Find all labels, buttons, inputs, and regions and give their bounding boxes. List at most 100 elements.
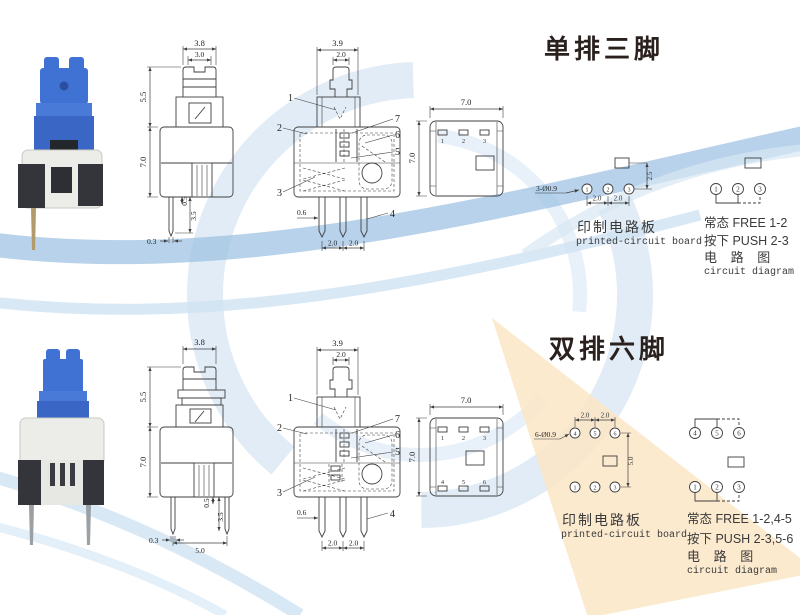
pcb-pad-1: 1 [586, 188, 589, 194]
cirb-free-state: 常态 FREE 1-2,4-5 [687, 512, 792, 526]
callout-6: 6 [395, 130, 400, 141]
dim-3_5: 3.5 [189, 211, 198, 221]
dim-3_0: 3.0 [195, 50, 205, 59]
cirb-pin-1: 1 [693, 484, 697, 492]
callout-4: 4 [390, 209, 395, 220]
cir-push-state: 按下 PUSH 2-3 [704, 234, 789, 248]
pcbb-caption-cn: 印制电路板 [562, 512, 642, 528]
cir-pin-2: 2 [736, 186, 740, 194]
circuit-diagram-3pin: 1 2 3 常态 FREE 1-2 按下 PUSH 2-3 电 路 图 circ… [704, 157, 794, 278]
callout-5: 5 [395, 147, 400, 158]
dim-5_0-b: 5.0 [195, 546, 205, 555]
dim-7_0-b: 7.0 [138, 457, 148, 468]
dim-2_0-btn-b: 2.0 [336, 350, 346, 359]
product-photo-3pin [18, 57, 103, 250]
callout-7: 7 [395, 114, 400, 125]
pcbb-offset: 5.0 [627, 456, 635, 465]
pcbb-pad-2: 2 [594, 486, 597, 492]
top-view-6pin: 1 2 3 4 5 6 7.0 7.0 [407, 395, 504, 497]
dim-7_0: 7.0 [138, 157, 148, 168]
pcb-layout-6pin: 2.0 2.0 6-Ø0.9 4 5 6 5.0 1 2 3 印制电路板 pri… [534, 412, 687, 541]
tv-dim-h: 7.0 [407, 153, 417, 164]
tvb-pin-6: 6 [483, 479, 487, 486]
dim-pitch1: 2.0 [328, 239, 338, 248]
dim-3_9-b: 3.9 [332, 338, 343, 348]
dim-3_5-b: 3.5 [216, 512, 225, 522]
tv-pin-2: 2 [462, 138, 465, 145]
callout-1-b: 1 [288, 393, 293, 404]
callout-6-b: 6 [395, 430, 400, 441]
tvb-dim-h: 7.0 [407, 452, 417, 463]
cir-caption-en: circuit diagram [704, 266, 794, 278]
dim-0_5: 0.5 [180, 196, 189, 206]
pcb-pad-2: 2 [607, 188, 610, 194]
cir-free-state: 常态 FREE 1-2 [704, 216, 787, 230]
dim-5_5: 5.5 [138, 92, 148, 103]
cirb-caption-en: circuit diagram [687, 565, 777, 577]
dim-pitch1-b: 2.0 [328, 539, 338, 548]
tvb-pin-5: 5 [462, 479, 465, 486]
tvb-pin-1: 1 [441, 435, 444, 442]
side-view-6pin: 3.8 5.5 7.0 0.3 0.5 3.5 5.0 [138, 337, 234, 555]
callout-3-b: 3 [277, 488, 282, 499]
pcb-offset: 2.5 [646, 171, 654, 180]
dim-3_9: 3.9 [332, 38, 343, 48]
pcb-caption-en: printed-circuit board [576, 236, 702, 248]
pcb-pitch2: 2.0 [614, 195, 623, 203]
circuit-diagram-6pin: 4 5 6 1 2 3 常态 FREE 1-2,4-5 按下 PUSH 2-3,… [687, 418, 793, 577]
cirb-pin-2: 2 [715, 484, 719, 492]
pcb-pad-3: 3 [628, 188, 631, 194]
cirb-pin-5: 5 [715, 430, 719, 438]
cirb-pin-3: 3 [737, 484, 741, 492]
tv-pin-3: 3 [483, 138, 486, 145]
dim-0_3: 0.3 [147, 237, 157, 246]
dim-5_5-b: 5.5 [138, 392, 148, 403]
cir-pin-3: 3 [758, 186, 762, 194]
cirb-pin-6: 6 [737, 430, 741, 438]
cirb-push-state: 按下 PUSH 2-3,5-6 [687, 532, 793, 546]
tvb-pin-4: 4 [441, 479, 445, 486]
dim-pitch2: 2.0 [349, 239, 359, 248]
pcbb-pitch1: 2.0 [581, 412, 590, 420]
pcbb-pad-4: 4 [574, 432, 577, 438]
callout-4-b: 4 [390, 509, 395, 520]
watermark-logo [0, 62, 800, 615]
pcbb-pad-6: 6 [614, 432, 617, 438]
pcbb-caption-en: printed-circuit board [561, 529, 687, 541]
pcbb-pad-1: 1 [574, 486, 577, 492]
section-view-6pin: 3.9 2.0 0.6 2.0 2.0 1 2 3 7 6 5 4 [277, 338, 401, 551]
product-photo-6pin [18, 349, 105, 545]
cirb-caption-cn: 电 路 图 [687, 549, 758, 564]
dim-0_3-b: 0.3 [149, 536, 159, 545]
pcb-caption-cn: 印制电路板 [577, 219, 657, 235]
tvb-pin-3: 3 [483, 435, 486, 442]
pcbb-hole-label: 6-Ø0.9 [535, 430, 556, 439]
callout-7-b: 7 [395, 414, 400, 425]
tvb-pin-2: 2 [462, 435, 465, 442]
tv-dim-w: 7.0 [461, 97, 472, 107]
pcb-hole-label: 3-Ø0.9 [536, 184, 557, 193]
callout-5-b: 5 [395, 447, 400, 458]
pcb-layout-3pin: 3-Ø0.9 1 2 3 2.0 2.0 2.5 印制电路板 printed-c… [535, 157, 702, 248]
callout-2-b: 2 [277, 423, 282, 434]
callout-3: 3 [277, 188, 282, 199]
section-title-bottom: 双排六脚 [549, 334, 669, 364]
cir-caption-cn: 电 路 图 [704, 250, 775, 265]
tvb-dim-w: 7.0 [461, 395, 472, 405]
cir-pin-1: 1 [714, 186, 718, 194]
dim-2_0-btn: 2.0 [336, 50, 346, 59]
tv-pin-1: 1 [441, 138, 444, 145]
section-title-top: 单排三脚 [544, 34, 664, 64]
pcbb-pad-3: 3 [614, 486, 617, 492]
section-view-3pin: 3.9 2.0 0.6 2.0 2.0 1 2 3 7 6 5 4 [277, 38, 401, 251]
cirb-pin-4: 4 [693, 430, 697, 438]
pcb-pitch1: 2.0 [593, 195, 602, 203]
side-view-3pin: 3.8 3.0 5.5 7.0 0.5 3.5 0.3 [138, 38, 234, 246]
dim-0_5-b: 0.5 [202, 498, 211, 508]
callout-2: 2 [277, 123, 282, 134]
pcbb-pitch2: 2.0 [601, 412, 610, 420]
dim-3_8: 3.8 [194, 38, 205, 48]
dim-3_8-b: 3.8 [194, 337, 205, 347]
dim-0_6: 0.6 [297, 208, 307, 217]
